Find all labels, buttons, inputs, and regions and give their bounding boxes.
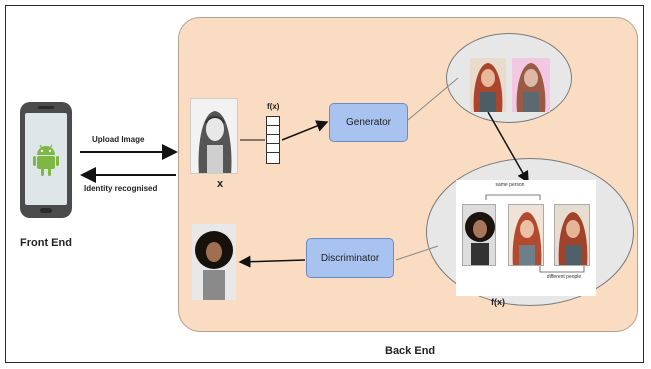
generated-photo-1	[470, 58, 506, 112]
vector-to-generator-arrow	[281, 120, 329, 141]
phone-speaker	[38, 106, 54, 109]
back-end-label: Back End	[385, 345, 436, 357]
comparison-photo-red-1	[508, 204, 544, 266]
generated-images-bubble	[446, 33, 572, 123]
same-person-label: same person	[495, 182, 525, 188]
discriminator-to-output-arrow	[238, 255, 306, 268]
discriminator-block: Discriminator	[306, 238, 394, 278]
comparison-panel: same person different people	[456, 180, 596, 296]
phone-screen	[25, 113, 67, 205]
figure-frame	[5, 5, 644, 363]
android-icon	[33, 144, 59, 176]
feature-vector-label: f(x)	[267, 102, 280, 111]
generator-to-bubble-line	[407, 77, 459, 121]
bubble-to-comparison-arrow	[487, 111, 529, 184]
phone-home-button	[40, 208, 52, 213]
input-sketch-photo	[190, 98, 238, 174]
front-end-label: Front End	[20, 237, 72, 249]
bubble-to-discriminator-line	[395, 245, 439, 261]
comparison-photo-red-2	[554, 204, 590, 266]
generated-photo-2	[512, 58, 550, 112]
comparison-feature-label: f(x)	[491, 297, 505, 307]
identified-output-photo	[192, 224, 236, 300]
identity-recognised-label: Identity recognised	[84, 184, 158, 193]
different-people-label: different people	[546, 274, 582, 280]
comparison-photo-curly	[462, 204, 496, 266]
feature-vector	[266, 116, 280, 164]
phone-device	[20, 102, 72, 218]
generator-block: Generator	[329, 103, 408, 142]
comparison-brackets	[485, 194, 585, 273]
upload-image-label: Upload Image	[92, 135, 145, 144]
input-x-label: x	[217, 178, 224, 190]
